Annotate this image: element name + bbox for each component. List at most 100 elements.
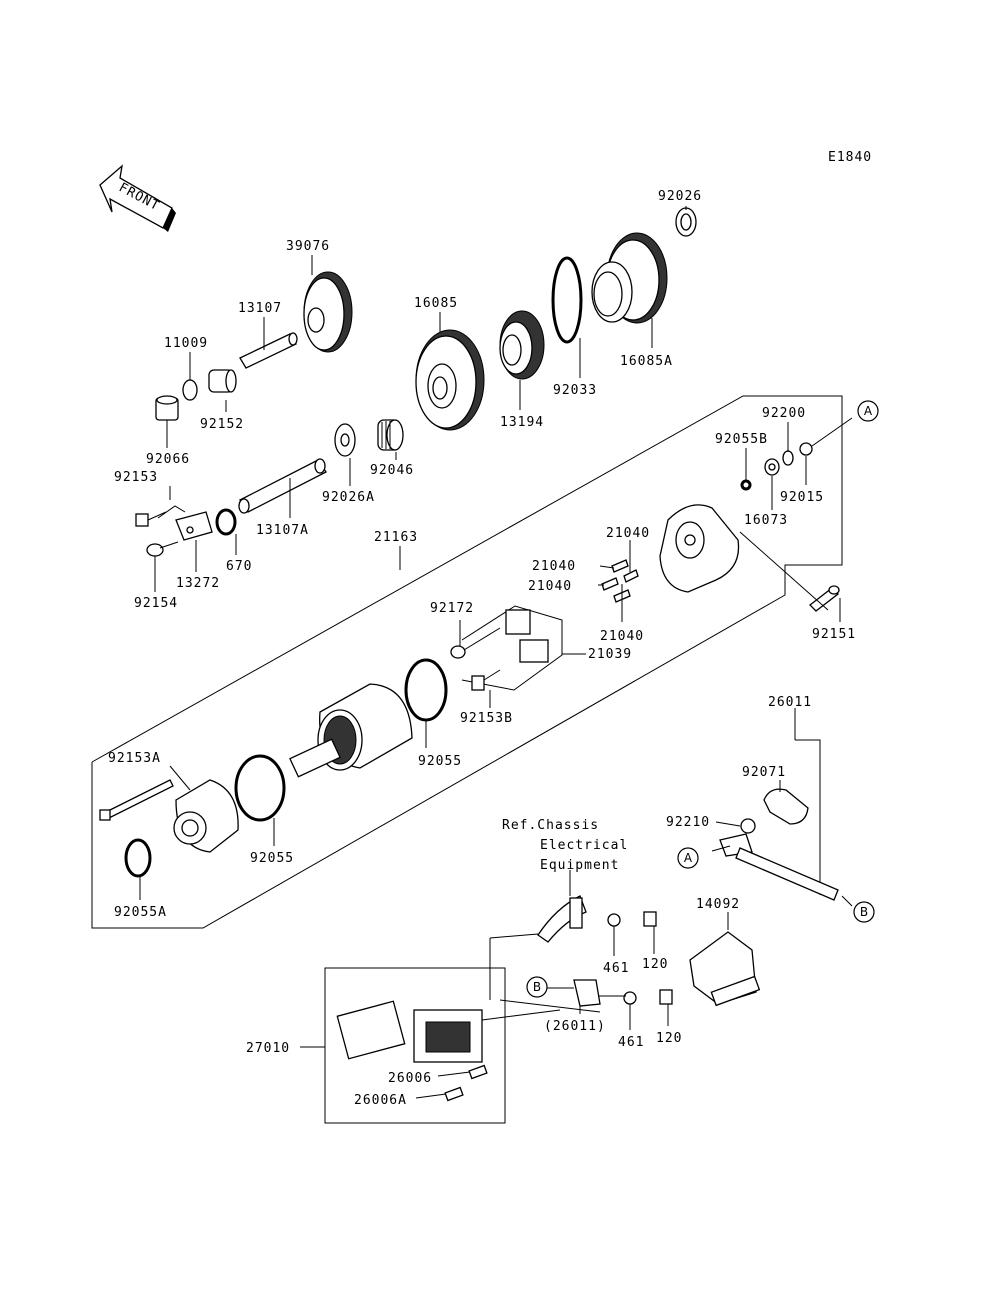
part-92210 bbox=[740, 818, 756, 834]
label-120-upper: 120 bbox=[642, 957, 668, 972]
label-16085A: 16085A bbox=[620, 354, 673, 369]
label-92153A: 92153A bbox=[108, 751, 161, 766]
part-motor-yoke bbox=[289, 683, 413, 778]
label-92172: 92172 bbox=[430, 601, 474, 616]
part-16085A bbox=[591, 232, 668, 324]
label-92153: 92153 bbox=[114, 470, 158, 485]
label-26011-paren: (26011) bbox=[544, 1019, 606, 1034]
label-92055B: 92055B bbox=[715, 432, 768, 447]
part-92026 bbox=[675, 207, 697, 237]
label-92154: 92154 bbox=[134, 596, 178, 611]
part-92071 bbox=[763, 788, 809, 825]
note-line-1: Ref.Chassis bbox=[502, 818, 599, 833]
marker-b-right: B bbox=[853, 901, 875, 923]
label-92026: 92026 bbox=[658, 189, 702, 204]
part-11009 bbox=[182, 379, 198, 401]
label-21039: 21039 bbox=[588, 647, 632, 662]
part-92154 bbox=[146, 541, 179, 557]
note-line-3: Equipment bbox=[540, 858, 619, 873]
part-13194 bbox=[499, 310, 545, 380]
part-92153 bbox=[135, 505, 186, 527]
label-92151: 92151 bbox=[812, 627, 856, 642]
part-670 bbox=[215, 508, 237, 536]
svg-text:B: B bbox=[533, 980, 541, 994]
label-461-upper: 461 bbox=[603, 961, 629, 976]
part-92015 bbox=[799, 442, 813, 456]
part-92046 bbox=[377, 419, 404, 451]
part-chassis-bracket bbox=[537, 895, 587, 943]
part-92153A bbox=[99, 779, 174, 821]
label-92066: 92066 bbox=[146, 452, 190, 467]
marker-a-top: A bbox=[857, 400, 879, 422]
part-end-cover bbox=[659, 504, 740, 593]
part-16085 bbox=[415, 329, 485, 431]
label-26011: 26011 bbox=[768, 695, 812, 710]
part-92033 bbox=[551, 256, 583, 344]
part-cable-26011 bbox=[719, 833, 839, 901]
marker-a-bottom: A bbox=[677, 847, 699, 869]
label-21040-d: 21040 bbox=[600, 629, 644, 644]
label-92071: 92071 bbox=[742, 765, 786, 780]
label-27010: 27010 bbox=[246, 1041, 290, 1056]
part-26006 bbox=[468, 1064, 488, 1080]
label-461-lower: 461 bbox=[618, 1035, 644, 1050]
label-92055-upper: 92055 bbox=[418, 754, 462, 769]
label-26006: 26006 bbox=[388, 1071, 432, 1086]
part-92200 bbox=[782, 450, 794, 466]
part-461-upper bbox=[607, 913, 621, 927]
part-13272 bbox=[175, 511, 213, 541]
label-13194: 13194 bbox=[500, 415, 544, 430]
label-14092: 14092 bbox=[696, 897, 740, 912]
part-92055-upper bbox=[404, 658, 448, 722]
assembly-outline bbox=[91, 395, 843, 929]
label-21040-b: 21040 bbox=[532, 559, 576, 574]
label-13107A: 13107A bbox=[256, 523, 309, 538]
label-16073: 16073 bbox=[744, 513, 788, 528]
label-21163: 21163 bbox=[374, 530, 418, 545]
part-16073 bbox=[764, 458, 780, 476]
bracket-26011 bbox=[795, 739, 821, 895]
label-92210: 92210 bbox=[666, 815, 710, 830]
part-21040-springs bbox=[601, 559, 639, 603]
label-11009: 11009 bbox=[164, 336, 208, 351]
label-670: 670 bbox=[226, 559, 252, 574]
label-92152: 92152 bbox=[200, 417, 244, 432]
svg-text:A: A bbox=[864, 404, 873, 418]
label-26006A: 26006A bbox=[354, 1093, 407, 1108]
label-92046: 92046 bbox=[370, 463, 414, 478]
part-92172 bbox=[450, 627, 501, 659]
part-13107A bbox=[238, 458, 327, 514]
part-26006A bbox=[444, 1086, 464, 1102]
diagram-code: E1840 bbox=[828, 150, 872, 165]
leader-lines bbox=[139, 206, 853, 1099]
label-92015: 92015 bbox=[780, 490, 824, 505]
part-120-upper bbox=[643, 911, 657, 927]
part-front-cover bbox=[173, 779, 239, 853]
part-27010 bbox=[336, 1000, 561, 1063]
part-92151 bbox=[809, 585, 840, 612]
part-92055A bbox=[124, 838, 152, 878]
marker-b-left: B bbox=[526, 976, 548, 998]
label-13107: 13107 bbox=[238, 301, 282, 316]
part-92055-lower bbox=[234, 754, 286, 822]
part-92055B bbox=[740, 479, 752, 491]
part-21039 bbox=[505, 609, 549, 663]
label-92153B: 92153B bbox=[460, 711, 513, 726]
note-line-2: Electrical bbox=[540, 838, 628, 853]
label-92055A: 92055A bbox=[114, 905, 167, 920]
label-39076: 39076 bbox=[286, 239, 330, 254]
part-92152 bbox=[208, 369, 237, 393]
label-92200: 92200 bbox=[762, 406, 806, 421]
part-92066 bbox=[155, 395, 179, 421]
label-13272: 13272 bbox=[176, 576, 220, 591]
label-21040-a: 21040 bbox=[606, 526, 650, 541]
label-92055-lower: 92055 bbox=[250, 851, 294, 866]
label-92026A: 92026A bbox=[322, 490, 375, 505]
label-21040-c: 21040 bbox=[528, 579, 572, 594]
label-92033: 92033 bbox=[553, 383, 597, 398]
label-120-lower: 120 bbox=[656, 1031, 682, 1046]
part-92153B bbox=[471, 669, 501, 691]
svg-text:A: A bbox=[684, 851, 693, 865]
front-arrow-icon: FRONT bbox=[99, 164, 176, 232]
